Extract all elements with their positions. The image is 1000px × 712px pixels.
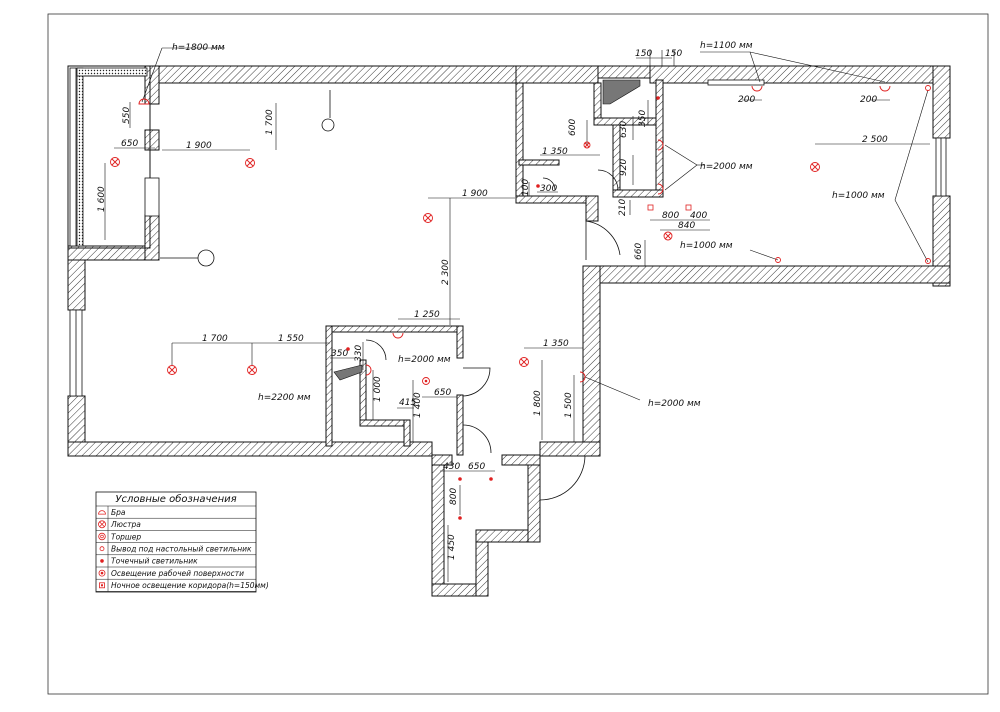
dim-1800: 1 800 — [533, 390, 543, 416]
dim-430: 430 — [443, 462, 460, 472]
balcony — [67, 65, 160, 249]
legend-item-label: Освещение рабочей поверхности — [111, 569, 244, 578]
bra-icon — [657, 139, 664, 151]
dim-400: 400 — [690, 211, 707, 221]
dimension-lines — [104, 47, 930, 582]
dim-200-a: 200 — [738, 95, 755, 105]
table-lamp-outlet-icon — [775, 257, 781, 263]
bra-icon — [657, 183, 664, 195]
dim-630: 630 — [619, 121, 629, 138]
walls — [67, 65, 951, 597]
dim-200-b: 200 — [860, 95, 877, 105]
note-h2200: h=2200 мм — [258, 393, 311, 403]
dim-550: 550 — [122, 107, 132, 124]
chandelier-icon — [663, 231, 673, 241]
dim-1700-top: 1 700 — [265, 109, 275, 135]
light-fixtures — [110, 85, 931, 520]
chandelier-icon — [583, 141, 591, 149]
table-lamp-outlet-icon — [925, 258, 931, 264]
dim-1250: 1 250 — [414, 310, 440, 320]
doors — [160, 90, 621, 501]
table-lamp-outlet-icon — [99, 546, 105, 552]
dim-300: 300 — [540, 184, 557, 194]
note-h1000-bedroom: h=1000 мм — [680, 241, 733, 251]
dim-1350-bottom: 1 350 — [543, 339, 569, 349]
note-h2000-right: h=2000 мм — [648, 399, 701, 409]
legend-item-label: Вывод под настольный светильник — [111, 545, 252, 554]
dim-150-a: 150 — [635, 49, 652, 59]
dim-1400: 1 400 — [413, 392, 423, 418]
spotlight-icon — [100, 559, 104, 563]
dim-920: 920 — [619, 159, 629, 176]
work-surface-light-icon — [98, 569, 106, 577]
chandelier-icon — [423, 213, 433, 223]
legend-item-label: Ночное освещение коридора(h=150мм) — [111, 581, 269, 590]
sheet-frame — [47, 13, 989, 695]
chandelier-icon — [167, 365, 177, 375]
note-h1100: h=1100 мм — [700, 41, 753, 51]
dim-1900-left: 1 900 — [186, 141, 212, 151]
spotlight-icon — [346, 96, 660, 520]
note-h2000-small: h=2000 мм — [398, 355, 451, 365]
bra-icon — [365, 364, 372, 376]
legend-item-label: Точечный светильник — [111, 557, 198, 566]
dim-350-bath: 350 — [638, 110, 648, 127]
dim-1600: 1 600 — [97, 186, 107, 212]
dim-2300: 2 300 — [441, 259, 451, 285]
dim-650-mid: 650 — [434, 388, 451, 398]
dim-1350-top: 1 350 — [542, 147, 568, 157]
chandelier-icon — [245, 158, 255, 168]
bra-icon — [392, 332, 404, 339]
dim-330: 330 — [354, 345, 364, 362]
bra-icon — [879, 85, 891, 92]
note-h2000-bath: h=2000 мм — [700, 162, 753, 172]
legend-item-label: Бра — [111, 508, 126, 517]
floor-lamp-icon — [422, 377, 430, 385]
legend-title: Условные обозначения — [115, 493, 236, 505]
chandelier-icon — [810, 162, 820, 172]
dim-650-corridor: 650 — [468, 462, 485, 472]
legend: Условные обозначения БраЛюстраТоршерВыво… — [95, 491, 269, 593]
dim-210: 210 — [618, 199, 628, 216]
dimension-labels: h=1800 мм 550 650 1 600 1 700 1 900 1 90… — [97, 41, 888, 560]
windows — [69, 79, 947, 397]
dim-1900-center: 1 900 — [462, 189, 488, 199]
legend-item-label: Торшер — [111, 532, 141, 541]
dim-650-left: 650 — [121, 139, 138, 149]
dim-100: 100 — [521, 179, 531, 196]
bra-icon — [751, 85, 763, 92]
night-corridor-light-icon — [99, 582, 105, 589]
dim-840: 840 — [678, 221, 695, 231]
dim-800-bath: 800 — [662, 211, 679, 221]
dim-1550: 1 550 — [278, 334, 304, 344]
dim-balcony-height: h=1800 мм — [172, 43, 225, 53]
chandelier-icon — [519, 357, 529, 367]
dim-800-corridor: 800 — [449, 488, 459, 505]
note-h1000-right: h=1000 мм — [832, 191, 885, 201]
bra-icon — [579, 371, 586, 383]
dim-1000: 1 000 — [373, 376, 383, 402]
dim-2500: 2 500 — [862, 135, 888, 145]
bra-icon — [98, 510, 106, 515]
dim-1500: 1 500 — [564, 392, 574, 418]
night-corridor-light-icon — [685, 204, 692, 211]
bra-icon — [138, 98, 150, 105]
dim-1700-bottom: 1 700 — [202, 334, 228, 344]
dim-600: 600 — [568, 119, 578, 136]
chandelier-icon — [98, 520, 106, 529]
dim-1450: 1 450 — [447, 534, 457, 560]
dim-350-small: 350 — [331, 349, 348, 359]
chandelier-icon — [110, 157, 120, 167]
legend-item-label: Люстра — [110, 520, 141, 529]
dim-660: 660 — [634, 243, 644, 260]
night-corridor-light-icon — [647, 204, 654, 211]
dim-150-b: 150 — [665, 49, 682, 59]
chandelier-icon — [247, 365, 257, 375]
dim-415: 415 — [399, 398, 416, 408]
ventilation-shafts — [333, 79, 641, 381]
table-lamp-outlet-icon — [925, 85, 931, 91]
floor-lamp-icon — [98, 532, 106, 541]
